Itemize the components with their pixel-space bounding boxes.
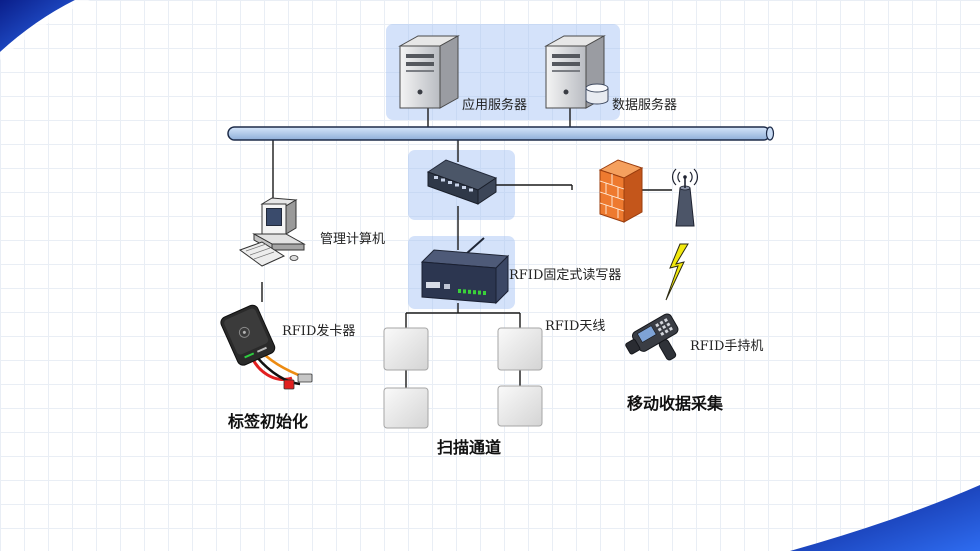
handheld-label: RFID手持机	[690, 339, 764, 354]
connection-lines	[261, 108, 672, 388]
rfid-reader-icon	[420, 237, 510, 305]
app-server-label: 应用服务器	[462, 98, 528, 113]
card-issuer-label: RFID发卡器	[282, 324, 356, 339]
switch-icon	[426, 159, 498, 205]
fixed-reader-label: RFID固定式读写器	[509, 268, 622, 283]
rfid-antenna-panel-icon	[383, 327, 429, 371]
database-icon	[585, 83, 609, 105]
desktop-computer-icon	[238, 197, 306, 267]
rfid-antenna-panel-icon	[497, 385, 543, 427]
lightning-icon	[665, 243, 689, 301]
handheld-scanner-icon	[625, 313, 679, 361]
bottom-right-corner-accent	[790, 485, 980, 551]
scan-channel-section-title: 扫描通道	[437, 438, 502, 457]
app-server-icon	[398, 35, 460, 109]
db-server-label: 数据服务器	[612, 98, 678, 113]
card-issuer-icon	[220, 304, 313, 390]
firewall-icon	[598, 159, 644, 223]
network-bus	[227, 126, 775, 141]
wireless-ap-icon	[672, 168, 698, 227]
db-server-icon	[544, 35, 606, 109]
rfid-antenna-panel-icon	[497, 327, 543, 371]
mobile-collect-section-title: 移动收据采集	[627, 394, 724, 413]
mgmt-pc-label: 管理计算机	[320, 232, 386, 247]
rfid-antenna-panel-icon	[383, 387, 429, 429]
tag-init-section-title: 标签初始化	[228, 412, 309, 431]
top-left-corner-accent	[0, 0, 75, 52]
antenna-label: RFID天线	[545, 319, 606, 334]
